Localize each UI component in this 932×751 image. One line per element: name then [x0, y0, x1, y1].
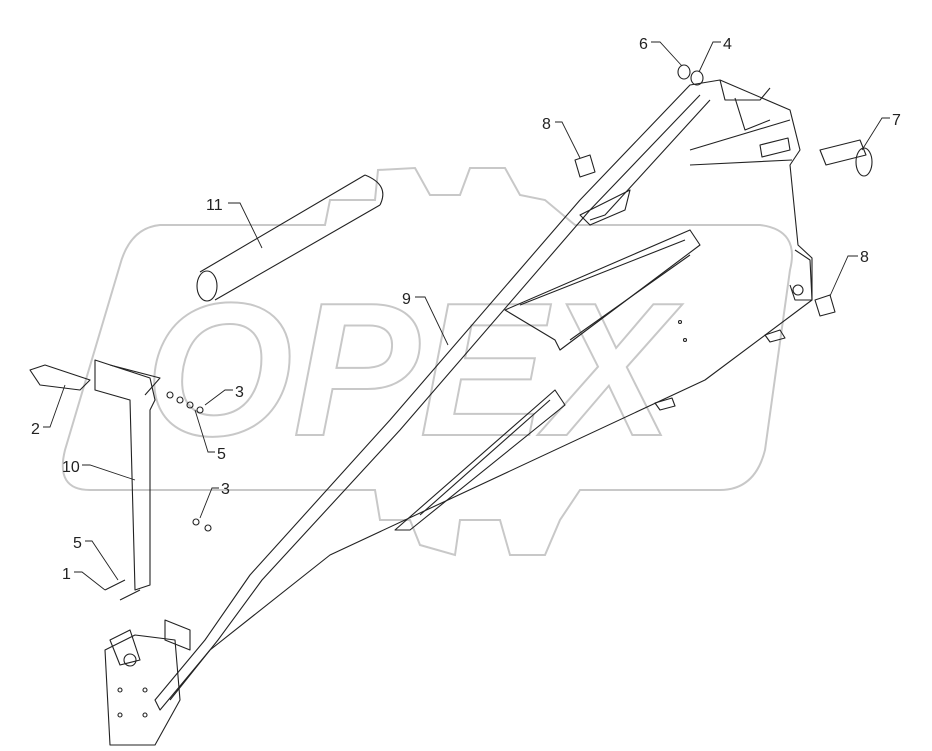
boom-part-9 — [154, 79, 813, 711]
callout-7: 7 — [892, 112, 901, 129]
callout-8-top: 8 — [542, 116, 551, 133]
callout-2: 2 — [31, 421, 40, 438]
callout-6: 6 — [639, 36, 648, 53]
callout-11: 11 — [206, 197, 223, 214]
arm-part-10 — [29, 359, 161, 591]
callout-5-lower: 5 — [73, 535, 82, 552]
callout-4: 4 — [723, 36, 732, 53]
callout-10: 10 — [62, 459, 80, 476]
mount-bracket — [104, 619, 191, 746]
callout-3-upper: 3 — [235, 384, 244, 401]
callouts: 6 4 8 7 11 9 8 3 2 5 10 3 5 1 — [31, 36, 901, 591]
small-parts — [104, 64, 873, 601]
callout-5-upper: 5 — [217, 446, 226, 463]
callout-8-right: 8 — [860, 249, 869, 266]
opex-watermark: OPEX — [61, 166, 793, 557]
callout-1: 1 — [62, 566, 71, 583]
callout-9: 9 — [402, 291, 411, 308]
callout-3-lower: 3 — [221, 481, 230, 498]
pin-part-11 — [196, 174, 384, 302]
watermark-text: OPEX — [145, 264, 683, 476]
